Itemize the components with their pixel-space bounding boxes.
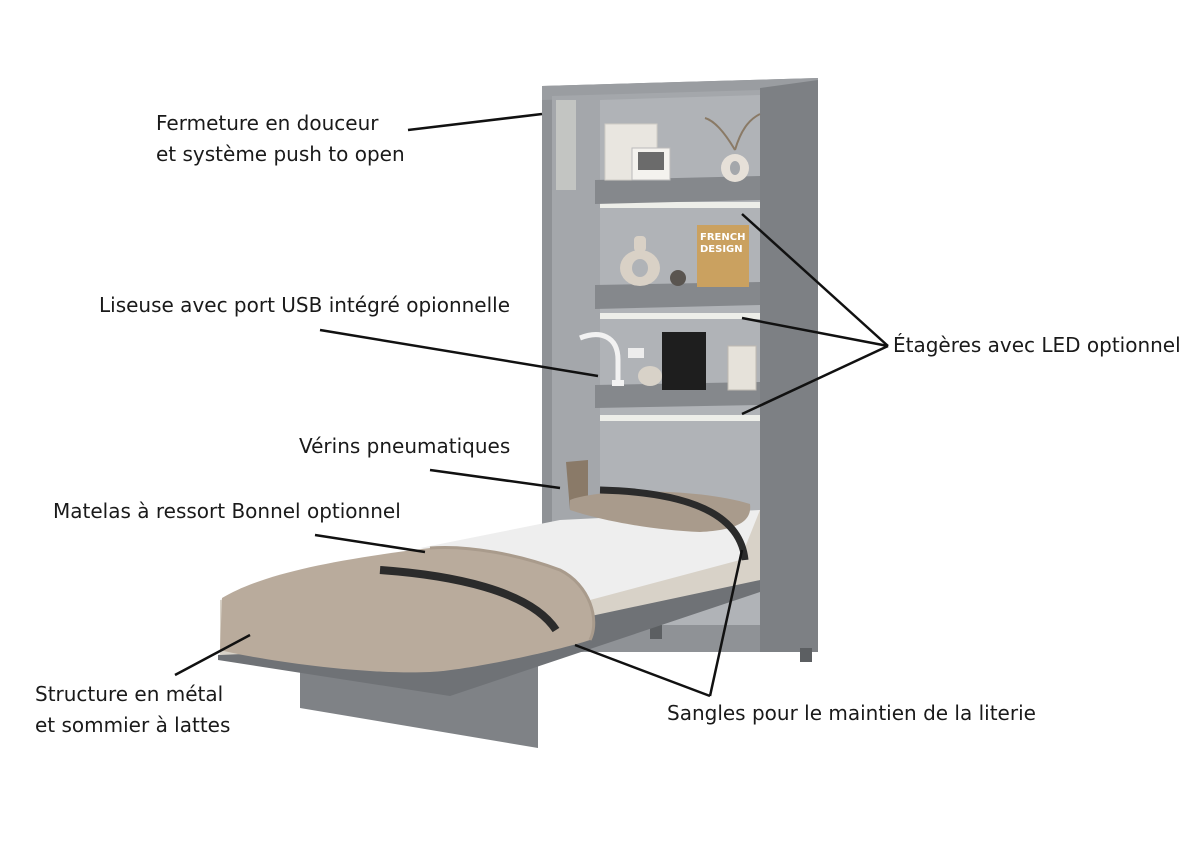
strap-front [379, 566, 560, 633]
shelf-middle [595, 282, 760, 309]
book-line-2: DESIGN [700, 244, 743, 255]
callout-strap-2 [574, 643, 711, 698]
callout-reading [319, 328, 599, 378]
callout-structure [174, 633, 251, 677]
reading-lamp [579, 332, 621, 385]
label-structure-line-2: et sommier à lattes [35, 713, 231, 737]
label-soft-closing-line-1: Fermeture en douceur [156, 111, 379, 135]
callout-strap-1 [708, 549, 744, 697]
label-structure-line-1: Structure en métal [35, 682, 224, 706]
callout-lines [174, 112, 889, 698]
shelf-top [595, 176, 760, 204]
callout-shelf-1 [741, 213, 889, 347]
label-mattress: Matelas à ressort Bonnel optionnel [53, 499, 401, 523]
callout-shelf-3 [741, 344, 889, 416]
callout-mattress [314, 533, 426, 554]
label-pneumatic-pistons: Vérins pneumatiques [299, 434, 511, 458]
label-soft-closing: Fermeture en douceur et système push to … [156, 108, 405, 170]
label-straps: Sangles pour le maintien de la literie [667, 701, 1036, 725]
label-reading-light: Liseuse avec port USB intégré opionnelle [99, 293, 511, 317]
bed [218, 486, 760, 748]
callout-closing [407, 112, 543, 132]
shelf-bottom [595, 382, 760, 408]
callout-shelf-2 [741, 316, 889, 348]
french-design-book [697, 225, 749, 287]
label-structure: Structure en métal et sommier à lattes [35, 679, 230, 741]
strap-back [599, 486, 749, 561]
label-led-shelves: Étagères avec LED optionnel [893, 333, 1181, 357]
label-soft-closing-line-2: et système push to open [156, 142, 405, 166]
callout-pneumatic [429, 468, 561, 490]
book-line-1: FRENCH [700, 232, 745, 243]
shelf-decor: FRENCH DESIGN [579, 113, 761, 391]
